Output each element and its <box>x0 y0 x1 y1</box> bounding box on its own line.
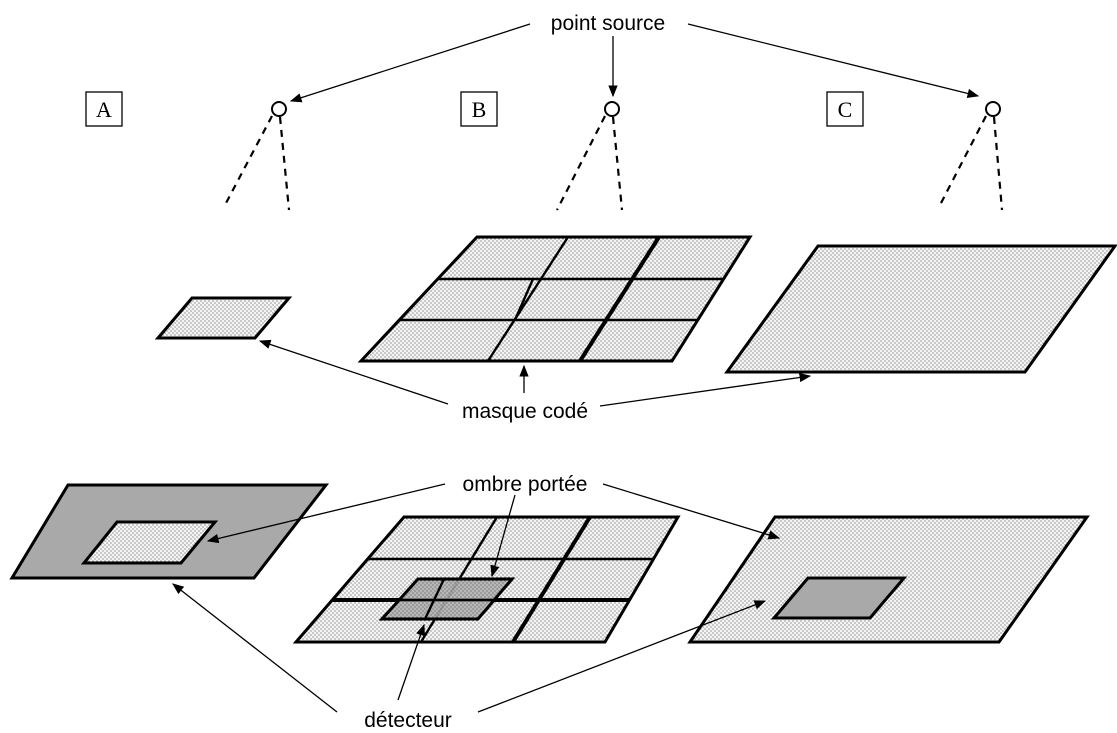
svg-text:A: A <box>96 97 112 122</box>
detector-b <box>292 515 681 644</box>
cast-shadow-arrows <box>206 483 781 578</box>
coded-mask-label: masque codé <box>462 400 588 423</box>
cast-shadow-label: ombre portée <box>463 473 588 496</box>
coded-mask-a <box>154 296 293 340</box>
point-source-c <box>939 101 1004 211</box>
detector-arrows <box>172 583 767 713</box>
point-source-arrows <box>289 23 980 103</box>
coded-mask-arrows <box>258 339 812 407</box>
point-source-a <box>224 101 291 211</box>
point-source-label: point source <box>551 12 665 35</box>
point-source-b <box>556 101 624 211</box>
panel-c-label: C <box>826 91 864 127</box>
svg-text:C: C <box>838 97 853 122</box>
detector-a <box>9 483 330 580</box>
coded-mask-c <box>724 244 1117 374</box>
detector-c <box>687 515 1090 644</box>
svg-text:B: B <box>472 97 487 122</box>
panel-b-label: B <box>460 91 498 127</box>
cast-shadow-c <box>770 576 908 620</box>
coded-mask-b <box>357 235 753 363</box>
detector-label: détecteur <box>364 709 452 732</box>
panel-a-label: A <box>85 91 123 127</box>
cast-shadow-a <box>80 520 219 565</box>
